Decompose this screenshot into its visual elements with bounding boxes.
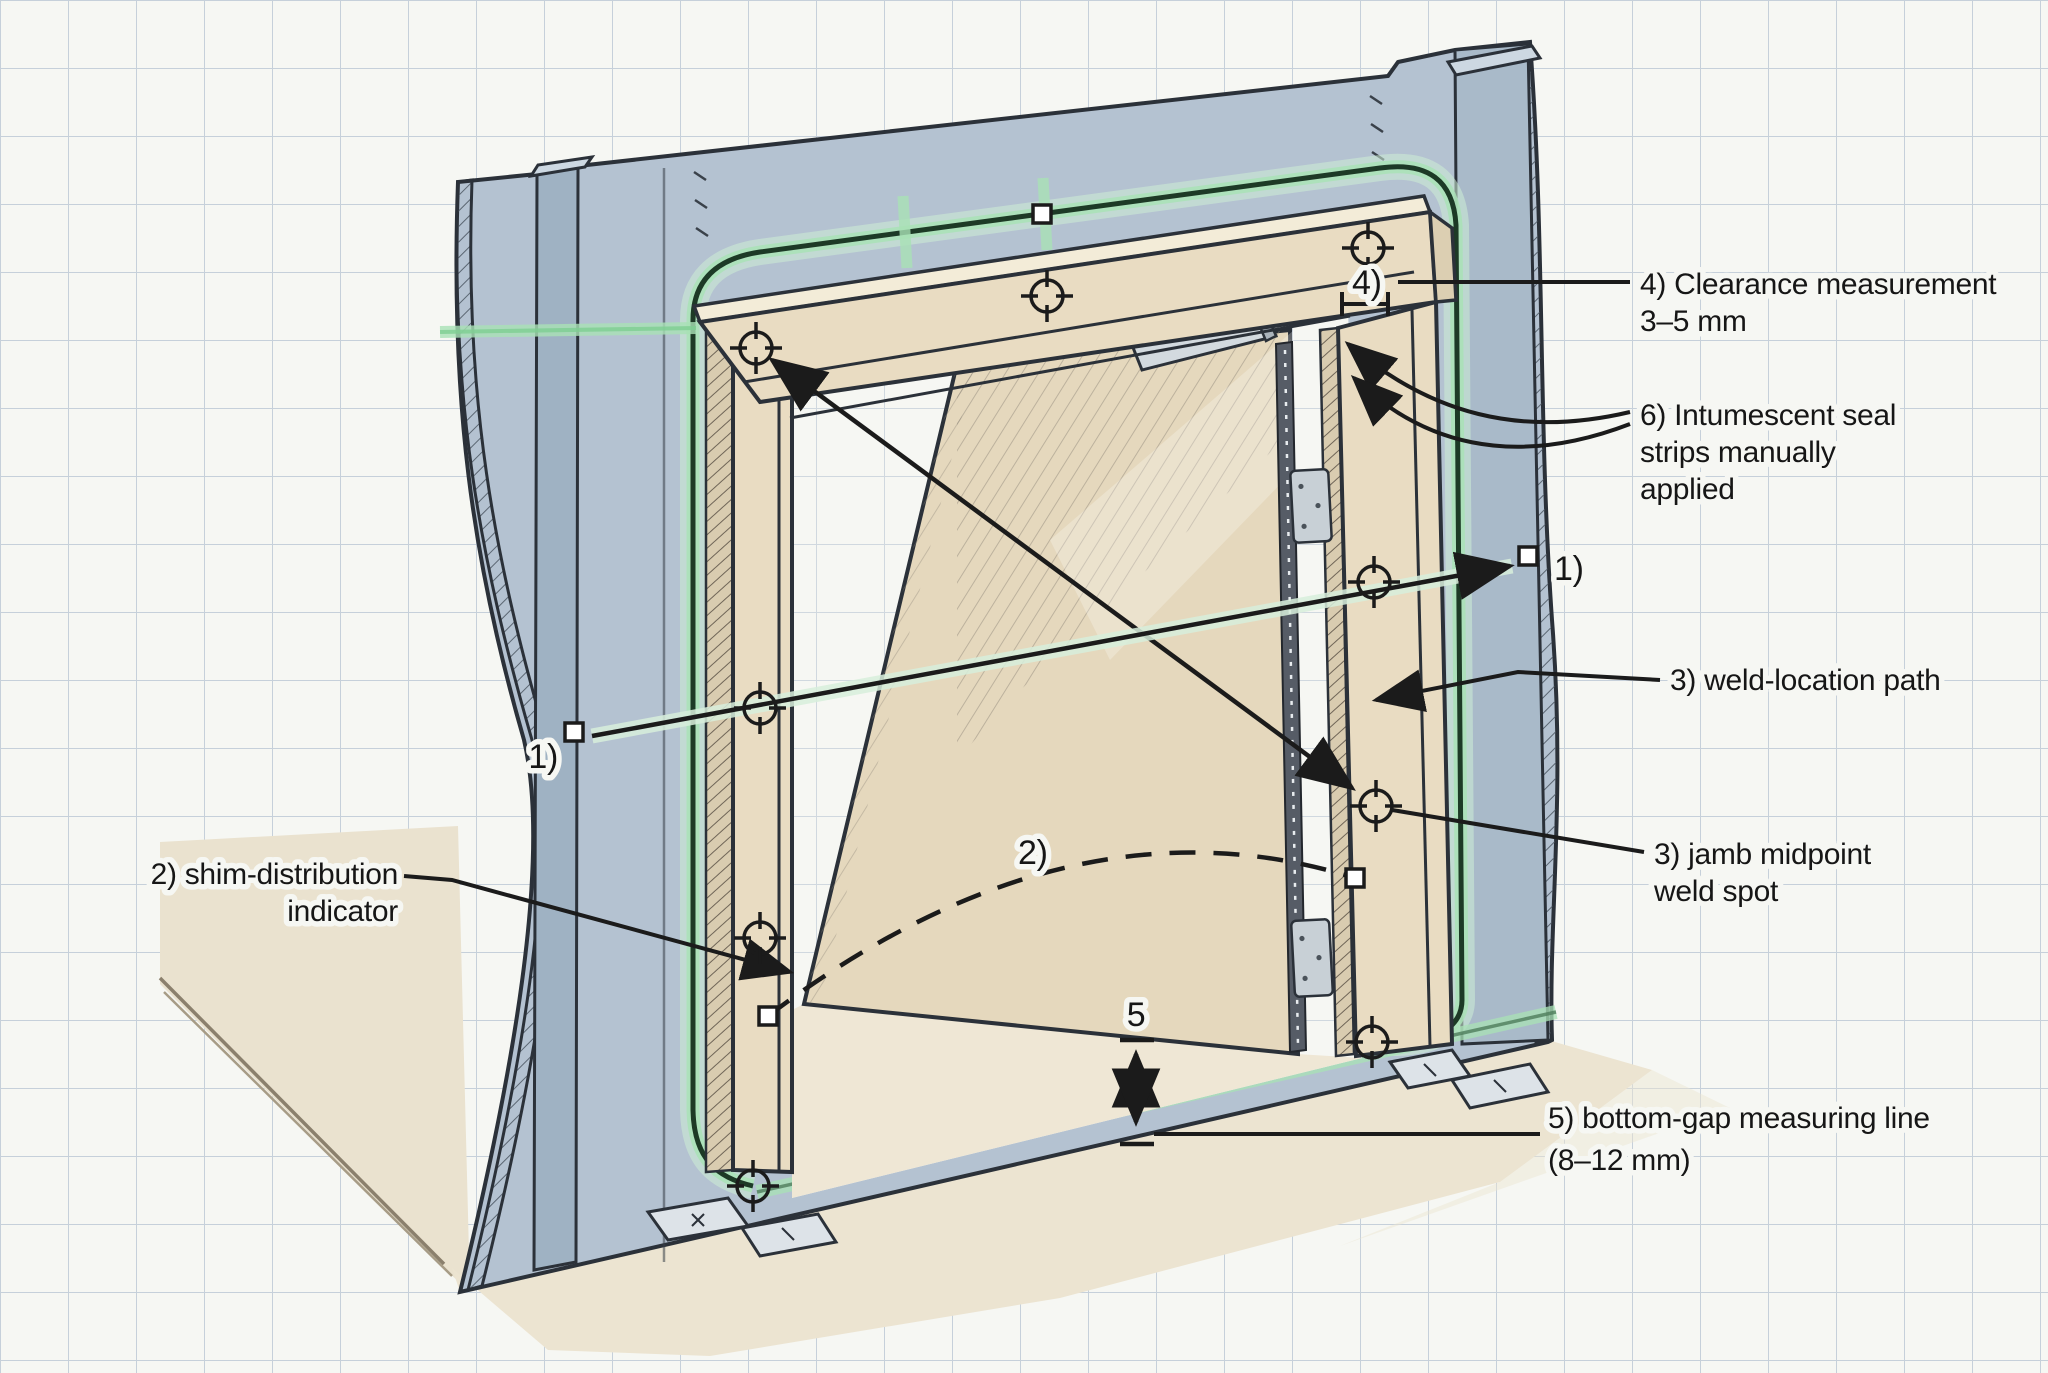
- label-clearance-line2: 3–5 mm: [1640, 305, 1747, 338]
- label-shim-line1: 2) shim-distribution: [151, 858, 398, 891]
- floor-fade: [1340, 1070, 1730, 1246]
- floor-edge-line-2: [163, 991, 453, 1277]
- weld-spot-leader: [1391, 808, 1645, 854]
- square-marker: [1344, 867, 1366, 889]
- label-weld-path: 3) weld-location path: [1670, 664, 1941, 697]
- floor: [158, 826, 1730, 1356]
- seal-leader-top: [1344, 341, 1631, 425]
- label-seal-line3: applied: [1640, 473, 1735, 506]
- laser-cross-left-core: [439, 326, 697, 334]
- marker-label-1-left: 1): [528, 738, 558, 776]
- marker-label-1-right: 1): [1554, 550, 1584, 588]
- shim-leader: [403, 874, 795, 981]
- shim-distribution-arc: [766, 850, 1356, 1018]
- hinge-bottom: [1290, 918, 1334, 998]
- frame-jamb-left: [731, 323, 794, 1175]
- hinge-top: [1289, 468, 1333, 544]
- frame-jamb-right: [1335, 299, 1455, 1059]
- clearance-bracket: [1340, 292, 1390, 316]
- wall-stud-left-cap: [527, 155, 596, 179]
- seal-leader-bottom: [1350, 374, 1631, 449]
- label-bottom-gap-line1: 5) bottom-gap measuring line: [1548, 1102, 1930, 1135]
- floor-left-wedge: [160, 826, 470, 1292]
- label-seal-line1: 6) Intumescent seal: [1640, 399, 1896, 432]
- floor-through-opening: [792, 1004, 1362, 1198]
- square-marker: [563, 721, 585, 743]
- wall-broken-edge-left: [455, 178, 557, 1293]
- anchor-plates: [645, 1048, 1551, 1258]
- label-seal-line2: strips manually: [1640, 436, 1836, 469]
- weld-path-leader: [1371, 669, 1661, 713]
- label-bottom-gap-line2: (8–12 mm): [1548, 1144, 1690, 1177]
- wall-stud-right-cap: [1445, 44, 1543, 77]
- floor-foreground: [452, 1040, 1652, 1356]
- floor-edge-line: [158, 976, 446, 1266]
- laser-tick-1: [897, 195, 913, 269]
- frame-head-end-face: [1428, 208, 1458, 304]
- seal-strip-jamb-left: [704, 328, 735, 1174]
- label-shim-line2: indicator: [287, 895, 398, 928]
- labels: 4) Clearance measurement 3–5 mm 6) Intum…: [145, 259, 2003, 1183]
- plate-marks: [691, 1063, 1507, 1241]
- diagonal-arrow-a: [768, 357, 1356, 791]
- square-marker: [1517, 545, 1539, 567]
- marker-label-4: 4): [1352, 264, 1382, 302]
- square-marker: [757, 1005, 779, 1027]
- label-weld-spot-line2: weld spot: [1653, 875, 1779, 908]
- laser-core-line: [690, 164, 1465, 1189]
- marker-label-5: 5: [1127, 996, 1146, 1034]
- label-weld-spot-line1: 3) jamb midpoint: [1654, 838, 1872, 871]
- label-clearance-line1: 4) Clearance measurement: [1640, 268, 1997, 301]
- marker-label-2-arc: 2): [1018, 834, 1048, 872]
- laser-top-square-marker: [1031, 203, 1053, 225]
